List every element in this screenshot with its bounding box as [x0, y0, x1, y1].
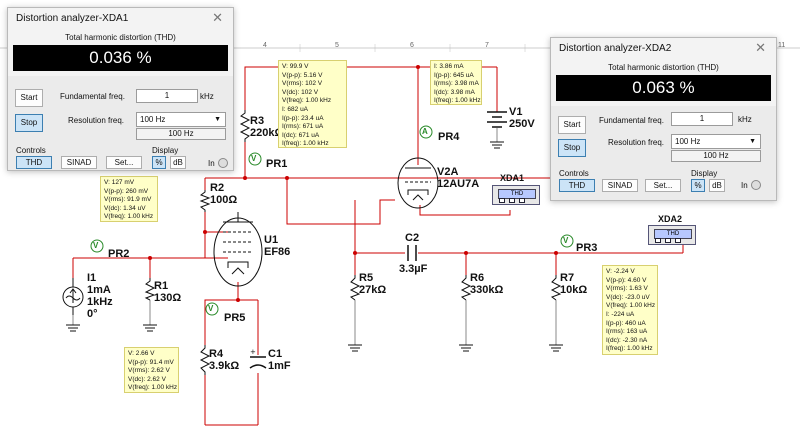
xda2-thd-display: 0.063 %	[556, 75, 771, 101]
xda1-controls-area: Start Stop Fundamental freq. 1 kHz Resol…	[8, 76, 233, 170]
ruler-mark: 6	[410, 42, 414, 49]
meter-screen: THD	[498, 189, 536, 199]
xda1-res-select[interactable]: 100 Hz ▼	[136, 112, 226, 127]
xda2-fund-input[interactable]: 1	[671, 112, 733, 126]
xda2-title: Distortion analyzer-XDA2	[559, 43, 672, 54]
ruler-mark: 5	[335, 42, 339, 49]
xda2-fund-unit: kHz	[738, 115, 752, 124]
close-icon[interactable]: ✕	[755, 40, 766, 55]
xda1-fund-unit: kHz	[200, 92, 214, 101]
xda2-display-label: Display	[691, 169, 718, 178]
xda2-fund-label: Fundamental freq.	[599, 116, 664, 125]
xda1-percent-button[interactable]: %	[152, 156, 166, 169]
xda2-thd-button[interactable]: THD	[559, 179, 595, 192]
svg-text:+: +	[250, 348, 256, 356]
xda2-res-select[interactable]: 100 Hz ▼	[671, 134, 761, 149]
xda2-caption: Total harmonic distortion (THD)	[608, 63, 719, 72]
xda1-db-button[interactable]: dB	[170, 156, 186, 169]
xda2-instrument[interactable]: THD	[648, 225, 696, 245]
xda2-input-terminal-icon[interactable]	[751, 180, 761, 190]
xda2-controls-label: Controls	[559, 169, 589, 178]
xda2-label: XDA2	[658, 214, 683, 224]
probe-pr1-label: PR1	[266, 158, 288, 170]
xda1-res-label: Resolution freq.	[68, 116, 125, 125]
xda1-display-label: Display	[152, 146, 179, 155]
xda2-window[interactable]: Distortion analyzer-XDA2 ✕ Total harmoni…	[550, 37, 777, 201]
xda2-db-button[interactable]: dB	[709, 179, 725, 192]
close-icon[interactable]: ✕	[212, 10, 223, 25]
xda1-res-value: 100 Hz	[140, 115, 166, 124]
probe-pr4-label: PR4	[438, 131, 460, 143]
xda1-controls-label: Controls	[16, 146, 46, 155]
xda1-fund-input[interactable]: 1	[136, 89, 198, 103]
probe-pr4-icon[interactable]: A	[422, 127, 428, 136]
xda2-input-label: In	[741, 181, 748, 190]
xda1-sinad-button[interactable]: SINAD	[61, 156, 97, 169]
probe-pr5-label: PR5	[224, 312, 246, 324]
meter-terminals	[499, 198, 535, 203]
chevron-down-icon: ▼	[214, 116, 221, 123]
xda1-instrument[interactable]: THD	[492, 185, 540, 205]
probe-pr3-label: PR3	[576, 242, 598, 254]
xda2-percent-button[interactable]: %	[691, 179, 705, 192]
probe-pr1-icon[interactable]: V	[251, 154, 257, 163]
xda1-stop-button[interactable]: Stop	[15, 114, 43, 132]
xda1-input-label: In	[208, 159, 215, 168]
probe-pr5-icon[interactable]: V	[208, 304, 214, 313]
xda1-caption: Total harmonic distortion (THD)	[65, 33, 176, 42]
c2-value: 3.3µF	[399, 263, 428, 275]
xda2-set-button[interactable]: Set...	[645, 179, 681, 192]
xda1-title: Distortion analyzer-XDA1	[16, 13, 129, 24]
xda1-fund-label: Fundamental freq.	[60, 92, 125, 101]
meter-terminals	[655, 238, 691, 243]
xda2-sinad-button[interactable]: SINAD	[602, 179, 638, 192]
ruler-mark: 7	[485, 42, 489, 49]
xda1-label: XDA1	[500, 173, 525, 183]
xda2-res-value: 100 Hz	[675, 137, 701, 146]
xda2-stop-button[interactable]: Stop	[558, 139, 586, 157]
xda1-thd-display: 0.036 %	[13, 45, 228, 71]
chevron-down-icon: ▼	[749, 138, 756, 145]
xda1-thd-button[interactable]: THD	[16, 156, 52, 169]
ruler-mark: 4	[263, 42, 267, 49]
ruler-mark: 11	[778, 42, 786, 49]
xda1-window[interactable]: Distortion analyzer-XDA1 ✕ Total harmoni…	[7, 7, 234, 171]
c2-name[interactable]: C2	[405, 232, 420, 244]
xda2-res-readout: 100 Hz	[671, 150, 761, 162]
probe-pr2-label: PR2	[108, 248, 130, 260]
xda2-start-button[interactable]: Start	[558, 116, 586, 134]
xda1-res-readout: 100 Hz	[136, 128, 226, 140]
meter-screen: THD	[654, 229, 692, 239]
xda2-res-label: Resolution freq.	[608, 138, 665, 147]
xda1-set-button[interactable]: Set...	[106, 156, 142, 169]
probe-pr3-icon[interactable]: V	[563, 236, 569, 245]
probe-pr2-icon[interactable]: V	[93, 241, 99, 250]
xda2-controls-area: Start Stop Fundamental freq. 1 kHz Resol…	[551, 106, 776, 200]
xda1-input-terminal-icon[interactable]	[218, 158, 228, 168]
xda1-start-button[interactable]: Start	[15, 89, 43, 107]
